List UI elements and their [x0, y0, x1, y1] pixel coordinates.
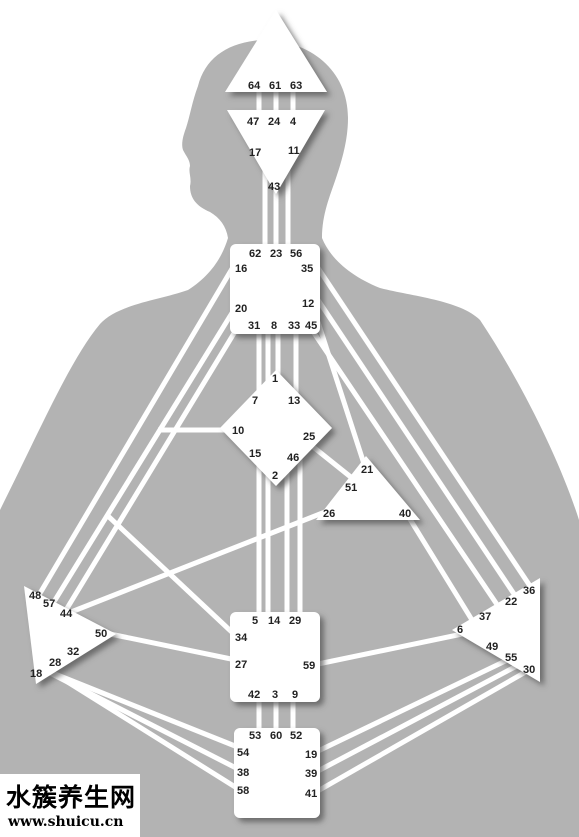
gate-label: 45 [305, 320, 317, 332]
gate-label: 41 [305, 788, 317, 800]
gate-label: 31 [248, 320, 260, 332]
centers [24, 10, 540, 818]
gate-label: 19 [305, 749, 317, 761]
gate-label: 12 [302, 298, 314, 310]
gate-label: 47 [247, 116, 259, 128]
throat-center [230, 244, 320, 334]
root-center [234, 728, 320, 818]
gate-label: 56 [290, 248, 302, 260]
gate-label: 4 [290, 116, 297, 128]
gate-label: 29 [289, 615, 301, 627]
gate-label: 23 [270, 248, 282, 260]
gate-label: 44 [60, 608, 73, 620]
gate-label: 33 [288, 320, 300, 332]
gate-label: 54 [237, 747, 250, 759]
gate-label: 2 [272, 470, 278, 482]
gate-label: 20 [235, 303, 247, 315]
gate-label: 15 [249, 448, 261, 460]
gate-label: 3 [272, 689, 278, 701]
gate-label: 30 [523, 664, 535, 676]
gate-label: 18 [30, 668, 42, 680]
gate-label: 60 [270, 730, 282, 742]
gate-label: 55 [505, 652, 517, 664]
gate-label: 7 [252, 395, 258, 407]
g-center [220, 370, 332, 486]
gate-label: 46 [287, 452, 299, 464]
gate-label: 53 [249, 730, 261, 742]
head-center [225, 10, 327, 92]
gate-label: 42 [248, 689, 260, 701]
gate-label: 14 [268, 615, 281, 627]
gate-label: 40 [399, 508, 411, 520]
gate-label: 57 [43, 598, 55, 610]
gate-label: 8 [271, 320, 277, 332]
gate-label: 37 [479, 611, 491, 623]
gate-label: 28 [49, 657, 61, 669]
heart-center [316, 456, 420, 520]
gate-label: 27 [235, 659, 247, 671]
gate-label: 52 [290, 730, 302, 742]
gate-label: 26 [323, 508, 335, 520]
gate-label: 25 [303, 431, 315, 443]
gate-label: 36 [523, 585, 535, 597]
gate-label: 49 [486, 641, 498, 653]
gate-label: 1 [272, 373, 278, 385]
gate-label: 35 [301, 263, 313, 275]
gate-label: 38 [237, 767, 249, 779]
gate-label: 13 [288, 395, 300, 407]
gate-label: 62 [249, 248, 261, 260]
gate-label: 43 [268, 181, 280, 193]
sacral-center [230, 612, 320, 702]
gate-label: 10 [232, 425, 244, 437]
gate-label: 58 [237, 785, 249, 797]
gate-label: 59 [303, 660, 315, 672]
gate-label: 16 [235, 263, 247, 275]
watermark-title: 水簇养生网 [6, 783, 137, 812]
gate-label: 5 [252, 615, 258, 627]
channel-group [33, 84, 538, 795]
gate-labels: 64 61 63 47 24 4 17 11 43 62 23 56 16 35… [29, 80, 535, 800]
gate-label: 6 [457, 624, 463, 636]
gate-label: 64 [248, 80, 261, 92]
gate-label: 22 [505, 596, 517, 608]
gate-label: 24 [268, 116, 281, 128]
gate-label: 34 [235, 632, 248, 644]
watermark: 水簇养生网 www.shuicu.cn [0, 774, 140, 837]
spleen-center [24, 586, 116, 684]
gate-label: 63 [290, 80, 302, 92]
watermark-url: www.shuicu.cn [8, 814, 124, 830]
gate-label: 48 [29, 590, 41, 602]
gate-label: 51 [345, 482, 357, 494]
gate-label: 21 [361, 464, 373, 476]
gate-label: 39 [305, 768, 317, 780]
gate-label: 32 [67, 646, 79, 658]
gate-label: 50 [95, 628, 107, 640]
gate-label: 11 [288, 145, 300, 157]
ajna-center [227, 110, 325, 194]
solar-plexus-center [452, 578, 540, 682]
gate-label: 9 [292, 689, 298, 701]
gate-label: 17 [249, 147, 261, 159]
gate-label: 61 [269, 80, 281, 92]
